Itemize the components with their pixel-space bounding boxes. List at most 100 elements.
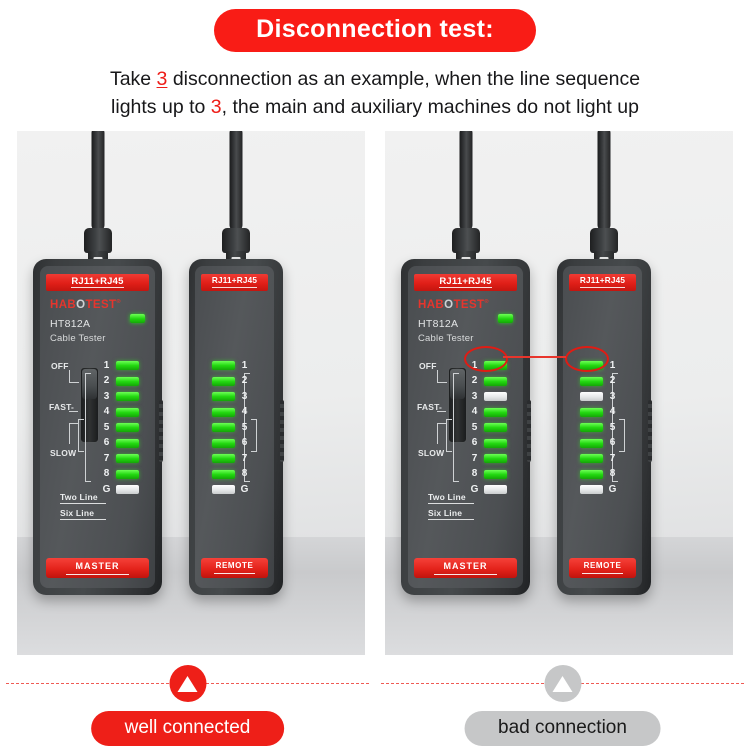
led-indicator-on (580, 407, 603, 417)
led-indicator-on (580, 469, 603, 479)
led-indicator-on (212, 392, 235, 402)
switch-label-slow: SLOW (50, 448, 77, 458)
led-number: 8 (241, 468, 248, 480)
description-text: Take 3 disconnection as an example, when… (55, 66, 695, 121)
switch-label-off: OFF (419, 361, 437, 371)
led-indicator-on (212, 469, 235, 479)
led-number: 4 (609, 406, 616, 418)
brand-logo: HABOTEST® (418, 299, 489, 312)
led-row: 8 (100, 467, 155, 483)
led-row: 6 (468, 436, 523, 452)
led-row: 3 (100, 389, 155, 405)
mode-switch[interactable]: OFF FAST- SLOW (49, 361, 105, 466)
led-number: 6 (241, 437, 248, 449)
led-number: 3 (609, 390, 616, 402)
led-indicator-on (212, 407, 235, 417)
led-indicator-on (212, 438, 235, 448)
led-indicator-on (484, 454, 507, 464)
led-number: 6 (471, 437, 478, 449)
led-row: 1 (209, 358, 274, 374)
mode-switch[interactable]: OFF FAST- SLOW (417, 361, 473, 466)
led-number: 7 (609, 452, 616, 464)
led-number: 1 (103, 359, 110, 371)
brand-reg-icon: ® (484, 299, 489, 306)
model-number: HT812A (418, 317, 459, 330)
led-indicator-on (484, 469, 507, 479)
brand-part2: TEST (85, 299, 117, 311)
led-row: 3 (577, 389, 642, 405)
led-indicator-on (116, 454, 139, 464)
led-row: 4 (468, 405, 523, 421)
led-indicator-on (212, 361, 235, 371)
led-indicator-on (212, 454, 235, 464)
led-row: 1 (577, 358, 642, 374)
two-line-label: Two Line (60, 492, 106, 504)
led-number: G (102, 483, 111, 495)
led-bracket-inner (619, 419, 625, 452)
switch-bracket-slow (437, 423, 447, 444)
led-number: 2 (103, 375, 110, 387)
caption-well-connected: well connected (90, 711, 285, 746)
led-bracket-outer (612, 373, 618, 482)
led-row: 8 (577, 467, 642, 483)
led-indicator-on (116, 423, 139, 433)
brand-block: HABOTEST® HT812A Cable Tester (418, 299, 489, 344)
remote-cable (557, 131, 651, 265)
desc-line2-post: , the main and auxiliary machines do not… (221, 95, 639, 118)
banner-label: RJ11+RJ45 (439, 275, 492, 289)
switch-bracket-off (69, 370, 79, 383)
master-label-text: MASTER (75, 560, 120, 571)
led-number: 4 (241, 406, 248, 418)
led-row: G (468, 482, 523, 498)
led-number: 1 (609, 359, 616, 371)
connector-type-banner: RJ11+RJ45 (414, 274, 517, 291)
led-indicator-on (484, 438, 507, 448)
led-number: 3 (241, 390, 248, 402)
led-indicator-on (580, 438, 603, 448)
power-led (498, 314, 513, 323)
master-bottom-label: MASTER (414, 558, 517, 578)
led-number: 8 (471, 468, 478, 480)
led-number: 8 (103, 468, 110, 480)
led-row: 5 (468, 420, 523, 436)
device-face: RJ11+RJ45 HABOTEST® HT812A Cable Tester … (40, 266, 155, 588)
led-number: 5 (103, 421, 110, 433)
side-grip (527, 400, 531, 463)
led-indicator-off (116, 485, 139, 495)
led-number: G (608, 483, 617, 495)
led-indicator-off (484, 485, 507, 495)
switch-bracket-off (437, 370, 447, 383)
led-indicator-off (580, 392, 603, 402)
switch-label-fast: FAST- (417, 402, 443, 412)
led-indicator-on (116, 376, 139, 386)
master-label-text: MASTER (443, 560, 488, 571)
six-line-label: Six Line (60, 508, 106, 520)
led-row: 7 (209, 451, 274, 467)
led-row: 7 (468, 451, 523, 467)
switch-bracket-mid (437, 411, 446, 412)
title-bar: Disconnection test: (0, 0, 750, 52)
master-device: RJ11+RJ45 HABOTEST® HT812A Cable Tester … (401, 259, 531, 595)
desc-line2-highlight: 3 (210, 95, 222, 118)
led-bracket-outer (453, 373, 459, 482)
triangle-badge-icon (544, 665, 581, 702)
led-indicator-on (116, 361, 139, 371)
led-row: 3 (209, 389, 274, 405)
led-bracket-inner (446, 419, 452, 452)
six-line-label: Six Line (428, 508, 474, 520)
led-row: 2 (468, 374, 523, 390)
led-number: 4 (103, 406, 110, 418)
line-mode-labels: Two Line Six Line (428, 492, 474, 524)
led-number: G (470, 483, 479, 495)
led-number: 8 (609, 468, 616, 480)
remote-bottom-label: REMOTE (201, 558, 268, 578)
side-grip (159, 400, 163, 463)
brand-part1: HAB (50, 299, 77, 311)
led-indicator-on (580, 361, 603, 371)
led-row: G (577, 482, 642, 498)
remote-label-text: REMOTE (215, 561, 254, 570)
master-device: RJ11+RJ45 HABOTEST® HT812A Cable Tester … (33, 259, 163, 595)
